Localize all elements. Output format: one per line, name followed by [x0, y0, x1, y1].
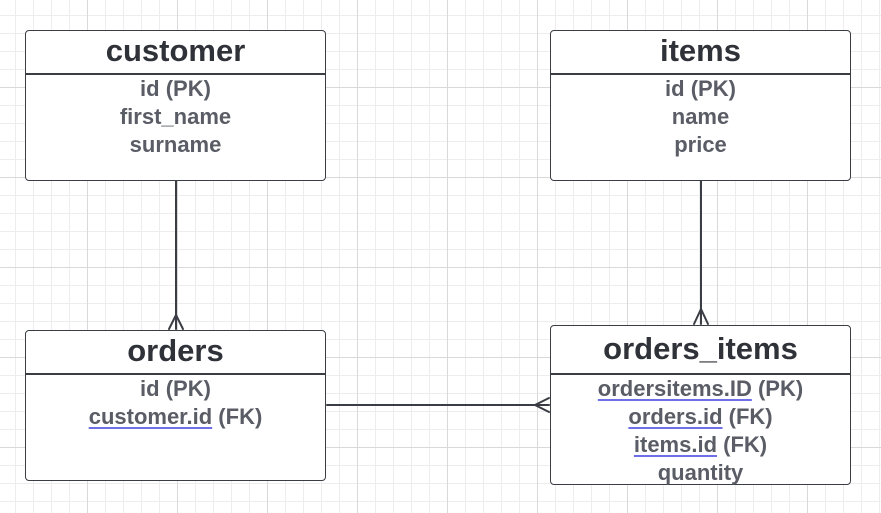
attribute-row: orders.id (FK) — [551, 403, 850, 431]
attribute-list: id (PK) customer.id (FK) — [26, 375, 325, 431]
entity-title: orders_items — [551, 326, 850, 375]
attribute-row: id (PK) — [26, 75, 325, 103]
foreign-key-link[interactable]: orders.id — [628, 404, 723, 429]
attribute-row: name — [551, 103, 850, 131]
entity-orders[interactable]: orders id (PK) customer.id (FK) — [25, 330, 326, 481]
entity-orders-items[interactable]: orders_items ordersitems.ID (PK) orders.… — [550, 325, 851, 485]
foreign-key-link[interactable]: customer.id — [88, 404, 213, 429]
attribute-row: items.id (FK) — [551, 431, 850, 459]
attribute-row: id (PK) — [26, 375, 325, 403]
attribute-text: name — [671, 104, 730, 129]
attribute-row: price — [551, 131, 850, 159]
crows-foot-orders-items-top-end — [693, 308, 709, 325]
attribute-text: id (PK) — [665, 76, 736, 101]
attribute-row: id (PK) — [551, 75, 850, 103]
attribute-key-type: (FK) — [722, 404, 773, 429]
attribute-text: id (PK) — [140, 376, 211, 401]
entity-items[interactable]: items id (PK) name price — [550, 30, 851, 181]
connector-orders-orders-items[interactable] — [326, 397, 550, 413]
attribute-row: customer.id (FK) — [26, 403, 325, 431]
attribute-text: surname — [129, 132, 222, 157]
attribute-text: id (PK) — [140, 76, 211, 101]
attribute-row: surname — [26, 131, 325, 159]
crows-foot-orders-end — [168, 314, 184, 330]
attribute-row: quantity — [551, 459, 850, 487]
attribute-key-type: (PK) — [751, 376, 804, 401]
connector-customer-orders[interactable] — [168, 180, 184, 330]
connector-items-orders-items[interactable] — [693, 180, 709, 325]
attribute-list: ordersitems.ID (PK) orders.id (FK) items… — [551, 375, 850, 487]
entity-title: items — [551, 31, 850, 75]
crows-foot-orders-items-left-end — [534, 397, 550, 413]
attribute-key-type: (FK) — [212, 404, 263, 429]
attribute-list: id (PK) name price — [551, 75, 850, 159]
foreign-key-link[interactable]: items.id — [633, 432, 718, 457]
attribute-key-type: (FK) — [717, 432, 768, 457]
attribute-row: ordersitems.ID (PK) — [551, 375, 850, 403]
entity-title: customer — [26, 31, 325, 75]
attribute-list: id (PK) first_name surname — [26, 75, 325, 159]
attribute-text: price — [674, 132, 727, 157]
attribute-text: first_name — [119, 104, 232, 129]
attribute-text: quantity — [657, 460, 744, 485]
entity-title: orders — [26, 331, 325, 375]
primary-key-link[interactable]: ordersitems.ID — [597, 376, 752, 401]
entity-customer[interactable]: customer id (PK) first_name surname — [25, 30, 326, 181]
attribute-row: first_name — [26, 103, 325, 131]
